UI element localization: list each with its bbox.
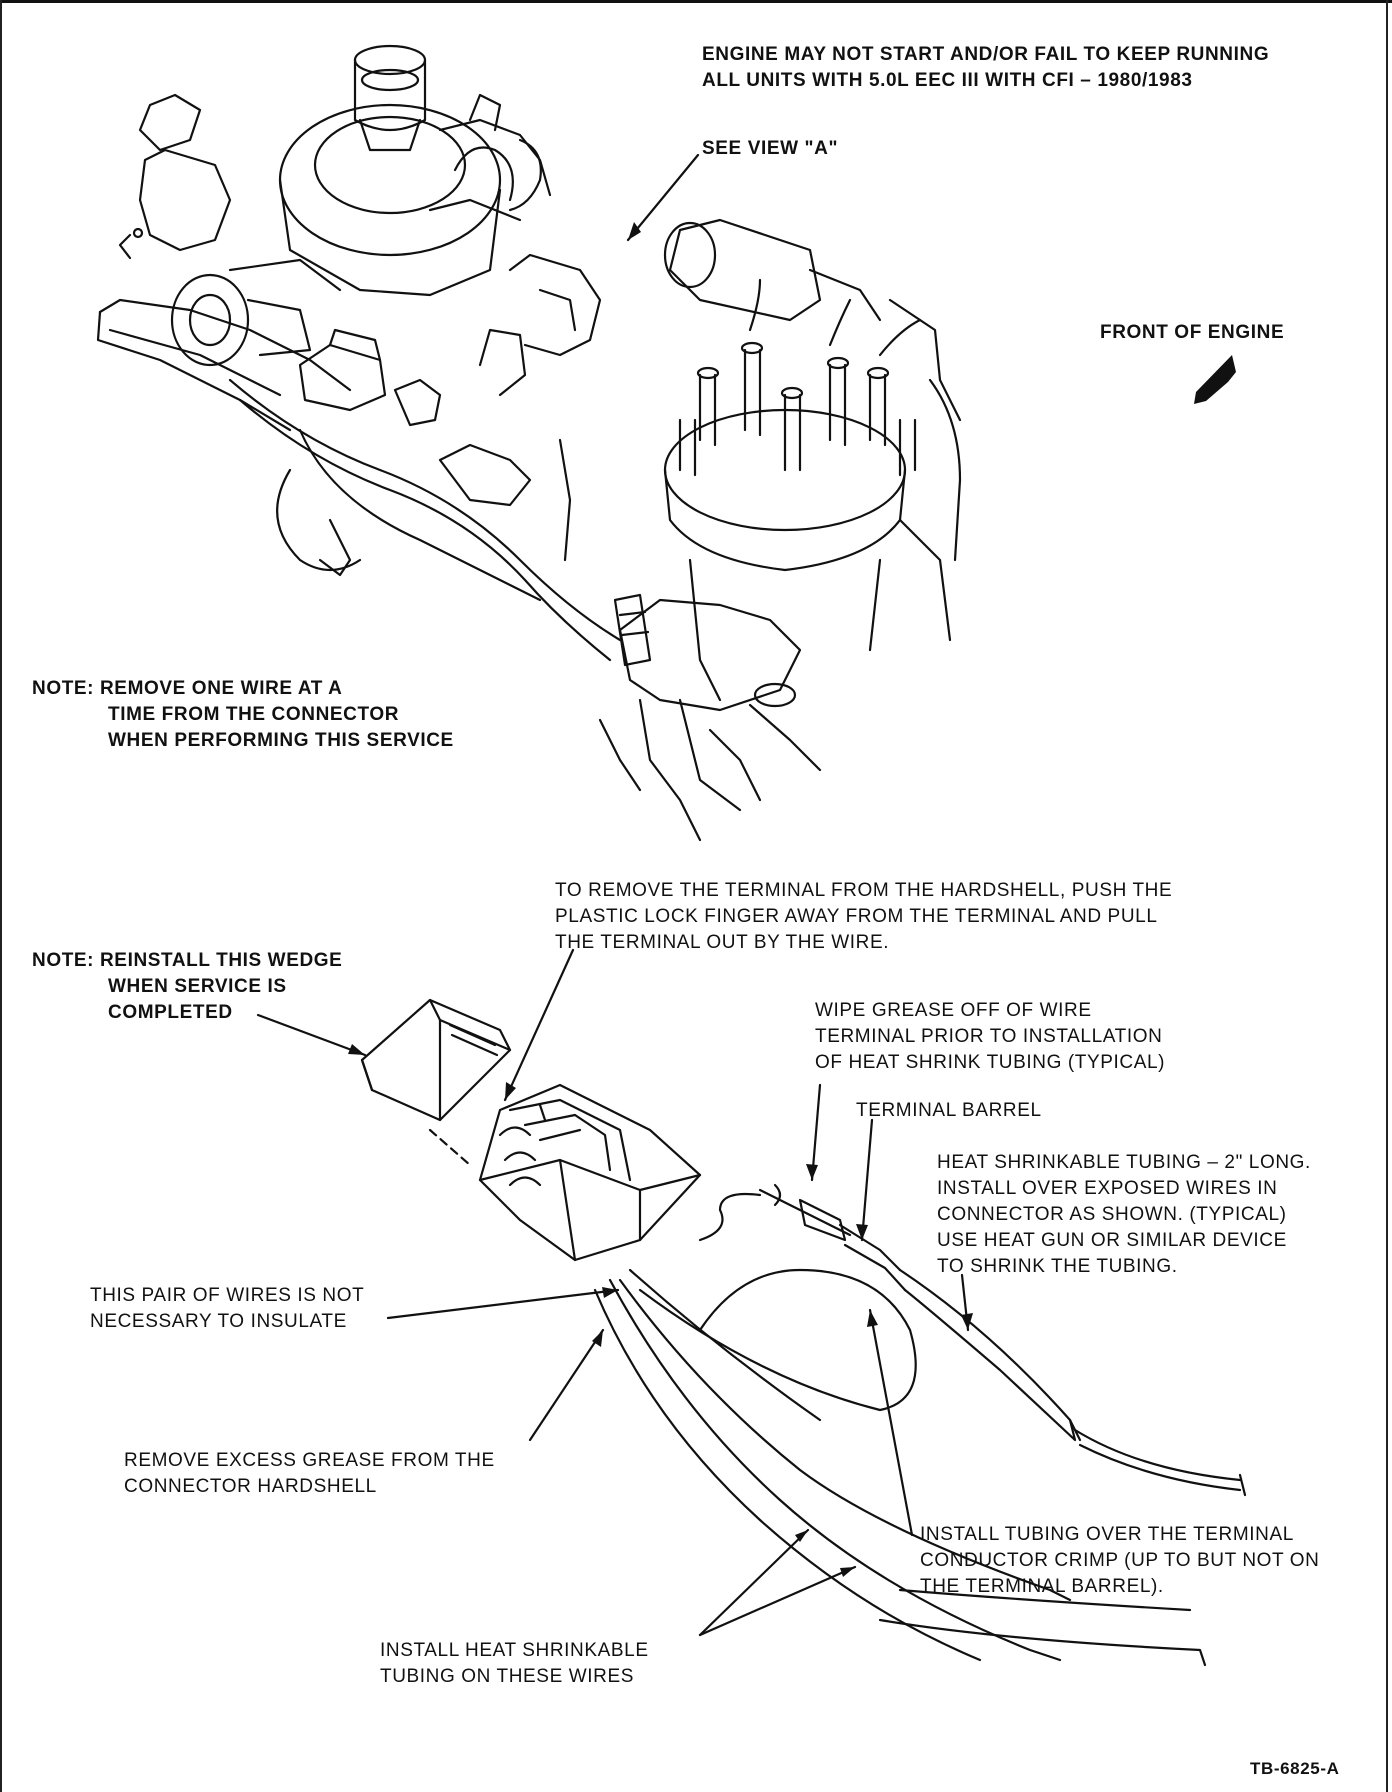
remove-terminal-leader <box>503 948 575 1102</box>
note-remove-wire: NOTE: REMOVE ONE WIRE AT A TIME FROM THE… <box>32 678 454 751</box>
distributor-cap-towers <box>678 278 922 477</box>
wire-1 <box>608 1278 1062 1662</box>
terminal-barrel-leader <box>860 1118 874 1242</box>
page-border-top <box>0 0 1392 3</box>
figure-id: TB-6825-A <box>1250 1759 1340 1778</box>
title-line-1: ENGINE MAY NOT START AND/OR FAIL TO KEEP… <box>702 44 1270 65</box>
remove-excess-grease-label: REMOVE EXCESS GREASE FROM THE CONNECTOR … <box>124 1450 495 1497</box>
install-heat-leader-b <box>698 1565 857 1637</box>
heat-shrinkable-tubing-label: HEAT SHRINKABLE TUBING – 2" LONG. INSTAL… <box>937 1152 1311 1277</box>
wire-2 <box>618 1278 1072 1602</box>
heat-shrink-tubing <box>838 1223 902 1272</box>
install-heat-leader-a <box>698 1528 810 1637</box>
wedge <box>360 998 512 1122</box>
wipe-grease-leader <box>810 1083 822 1182</box>
wedge-leader <box>256 1013 367 1057</box>
loop-wire <box>638 1268 917 1412</box>
terminal-lead <box>698 1192 762 1242</box>
terminal-barrel-label: TERMINAL BARREL <box>856 1100 1042 1121</box>
remove-grease-leader <box>528 1328 605 1442</box>
pair-of-wires-label: THIS PAIR OF WIRES IS NOT NECESSARY TO I… <box>90 1285 365 1332</box>
see-view-label: SEE VIEW "A" <box>702 138 839 159</box>
bulletin-title: ENGINE MAY NOT START AND/OR FAIL TO KEEP… <box>702 42 1269 94</box>
page-border-right <box>1386 0 1388 1792</box>
install-tubing-over-label: INSTALL TUBING OVER THE TERMINAL CONDUCT… <box>920 1524 1320 1597</box>
note-reinstall-wedge: NOTE: REINSTALL THIS WEDGE WHEN SERVICE … <box>32 950 343 1023</box>
engine-illustration <box>96 44 962 842</box>
install-over-leader <box>868 1308 914 1537</box>
connector-detail <box>360 998 1247 1667</box>
title-line-2: ALL UNITS WITH 5.0L EEC III WITH CFI – 1… <box>702 70 1193 91</box>
arrowheads <box>348 222 1236 1577</box>
pair-wires-leader <box>386 1288 620 1320</box>
remove-terminal-instructions: TO REMOVE THE TERMINAL FROM THE HARDSHEL… <box>555 880 1173 953</box>
wipe-grease-label: WIPE GREASE OFF OF WIRE TERMINAL PRIOR T… <box>815 1000 1166 1073</box>
see-view-leader <box>626 153 700 242</box>
install-heat-shrink-label: INSTALL HEAT SHRINKABLE TUBING ON THESE … <box>380 1640 649 1687</box>
front-of-engine-label: FRONT OF ENGINE <box>1100 322 1285 343</box>
front-of-engine-arrow <box>1194 355 1236 404</box>
page-border-left <box>0 0 2 1792</box>
